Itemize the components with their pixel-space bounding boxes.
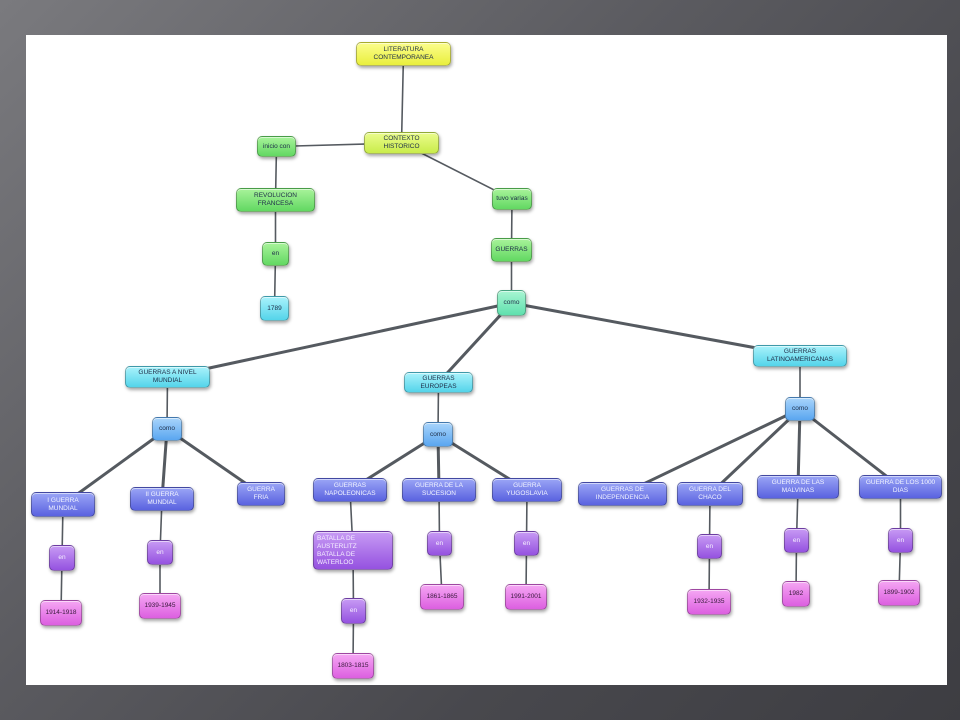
node-en_malv[interactable]: en [784, 528, 809, 553]
node-guerras[interactable]: GUERRAS [491, 238, 532, 262]
connector-como_mundial-gm1 [61, 427, 169, 506]
connector-como_latino-independencia [621, 407, 802, 496]
node-napoleonicas[interactable]: GUERRAS NAPOLEONICAS [313, 478, 387, 502]
node-fria[interactable]: GUERRA FRIA [237, 482, 285, 506]
node-sucesion[interactable]: GUERRA DE LA SUCESION [402, 478, 476, 502]
node-revolucion[interactable]: REVOLUCION FRANCESA [236, 188, 315, 212]
node-en_chaco[interactable]: en [697, 534, 722, 559]
node-y1914[interactable]: 1914-1918 [40, 600, 82, 626]
node-como_mundial[interactable]: como [152, 417, 182, 441]
node-independencia[interactable]: GUERRAS DE INDEPENDENCIA [578, 482, 667, 506]
node-mil_dias[interactable]: GUERRA DE LOS 1000 DIAS [859, 475, 942, 499]
node-como_euro[interactable]: como [423, 422, 453, 447]
node-gm1[interactable]: I GUERRA MUNDIAL [31, 492, 95, 517]
node-en_yug[interactable]: en [514, 531, 539, 556]
node-tuvo[interactable]: tuvo varias [492, 188, 532, 210]
node-y1861[interactable]: 1861-1865 [420, 584, 464, 610]
node-y1991[interactable]: 1991-2001 [505, 584, 547, 610]
node-como_main[interactable]: como [497, 290, 526, 316]
node-en_gm1[interactable]: en [49, 545, 75, 571]
node-yugoslavia[interactable]: GUERRA YUGOSLAVIA [492, 478, 562, 502]
connector-como_main-latino [510, 301, 802, 358]
connector-literatura-contexto [400, 53, 405, 144]
node-en_suc[interactable]: en [427, 531, 452, 556]
node-y1932[interactable]: 1932-1935 [687, 589, 731, 615]
node-batallas[interactable]: BATALLA DE AUSTERLITZ BATALLA DE WATERLO… [313, 531, 393, 570]
node-y1939[interactable]: 1939-1945 [139, 593, 181, 619]
node-en_nap[interactable]: en [341, 598, 366, 624]
node-inicio[interactable]: inicio con [257, 136, 296, 157]
node-en_gm2[interactable]: en [147, 540, 173, 565]
node-chaco[interactable]: GUERRA DEL CHACO [677, 482, 743, 506]
concept-map-canvas: LITERATURA CONTEMPORANEA CONTEXTO HISTORI… [26, 35, 947, 685]
node-como_latino[interactable]: como [785, 397, 815, 421]
node-gm2[interactable]: II GUERRA MUNDIAL [130, 487, 194, 511]
connector-como_latino-mil_dias [798, 407, 902, 489]
connector-como_main-nivel_mundial [166, 301, 513, 379]
connector-como_latino-chaco [708, 407, 802, 496]
node-y1803[interactable]: 1803-1815 [332, 653, 374, 679]
node-malvinas[interactable]: GUERRA DE LAS MALVINAS [757, 475, 839, 499]
node-en_mil[interactable]: en [888, 528, 913, 553]
node-literatura[interactable]: LITERATURA CONTEMPORANEA [356, 42, 451, 66]
node-contexto[interactable]: CONTEXTO HISTORICO [364, 132, 439, 154]
node-europeas[interactable]: GUERRAS EUROPEAS [404, 372, 473, 393]
node-y1982[interactable]: 1982 [782, 581, 810, 607]
connector-como_latino-malvinas [796, 407, 802, 489]
node-nivel_mundial[interactable]: GUERRAS A NIVEL MUNDIAL [125, 366, 210, 388]
node-latino[interactable]: GUERRAS LATINOAMERICANAS [753, 345, 847, 367]
node-en_rev[interactable]: en [262, 242, 289, 266]
connector-como_main-europeas [437, 301, 513, 384]
node-y1899[interactable]: 1899-1902 [878, 580, 920, 606]
node-y1789[interactable]: 1789 [260, 296, 289, 321]
